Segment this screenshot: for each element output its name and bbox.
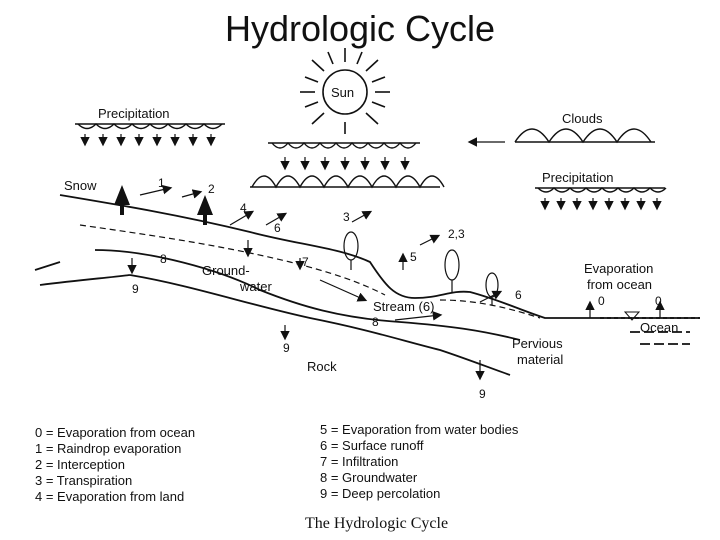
pervious-label-line1: Pervious <box>512 336 563 351</box>
ocean-surface-marker <box>623 311 641 321</box>
process-number: 6 <box>515 288 522 302</box>
legend-right: 5 = Evaporation from water bodies 6 = Su… <box>320 422 519 501</box>
legend-item: 1 = Raindrop evaporation <box>35 441 181 456</box>
precipitation-right-label: Precipitation <box>542 170 614 185</box>
process-number: 7 <box>302 255 309 269</box>
rock-boundary <box>39 274 511 376</box>
process-number: 4 <box>240 201 247 215</box>
process-number: 2,3 <box>448 227 465 241</box>
groundwater-table <box>79 224 541 319</box>
evaporation-ocean-label-line2: from ocean <box>587 277 652 292</box>
process-number: 9 <box>479 387 486 401</box>
clouds-label: Clouds <box>562 111 603 126</box>
legend-item: 9 = Deep percolation <box>320 486 440 501</box>
process-number: 8 <box>372 315 379 329</box>
clouds-right <box>514 128 655 144</box>
sun-label: Sun <box>331 85 354 100</box>
legend-item: 7 = Infiltration <box>320 454 398 469</box>
precipitation-cloud-left <box>75 123 225 130</box>
sun-icon <box>300 48 390 134</box>
central-rain-arrows <box>280 157 410 171</box>
rain-arrows-right <box>540 198 662 211</box>
precipitation-cloud-right <box>535 187 667 193</box>
aquifer-boundary <box>34 249 521 341</box>
central-cloud-band <box>250 141 445 189</box>
legend-item: 6 = Surface runoff <box>320 438 424 453</box>
legend-item: 8 = Groundwater <box>320 470 418 485</box>
slide-title: Hydrologic Cycle <box>224 8 496 49</box>
process-number: 9 <box>283 341 290 355</box>
legend-item: 5 = Evaporation from water bodies <box>320 422 519 437</box>
evaporation-ocean-label-line1: Evaporation <box>584 261 653 276</box>
groundwater-label-line1: Ground- <box>202 263 250 278</box>
process-arrows <box>127 184 665 381</box>
snow-label: Snow <box>64 178 97 193</box>
legend-item: 2 = Interception <box>35 457 125 472</box>
diagram-caption: The Hydrologic Cycle <box>305 515 448 532</box>
legend-item: 4 = Evaporation from land <box>35 489 184 504</box>
process-number: 5 <box>410 250 417 264</box>
process-number: 1 <box>158 176 165 190</box>
legend-left: 0 = Evaporation from ocean 1 = Raindrop … <box>35 425 195 504</box>
process-number: 8 <box>160 252 167 266</box>
process-number: 6 <box>274 221 281 235</box>
legend-item: 3 = Transpiration <box>35 473 132 488</box>
pervious-label-line2: material <box>517 352 563 367</box>
process-number: 0 <box>655 294 662 308</box>
precipitation-left-label: Precipitation <box>98 106 170 121</box>
ocean-label: Ocean <box>640 320 678 335</box>
process-number: 3 <box>343 210 350 224</box>
process-number: 0 <box>598 294 605 308</box>
rain-arrows-left <box>80 134 216 147</box>
groundwater-label-line2: water <box>239 279 272 294</box>
legend-item: 0 = Evaporation from ocean <box>35 425 195 440</box>
tree-icon <box>114 185 213 225</box>
process-number: 2 <box>208 182 215 196</box>
process-number: 9 <box>132 282 139 296</box>
land-surface <box>59 194 700 345</box>
rock-label: Rock <box>307 359 337 374</box>
stream-label: Stream (6) <box>373 299 434 314</box>
